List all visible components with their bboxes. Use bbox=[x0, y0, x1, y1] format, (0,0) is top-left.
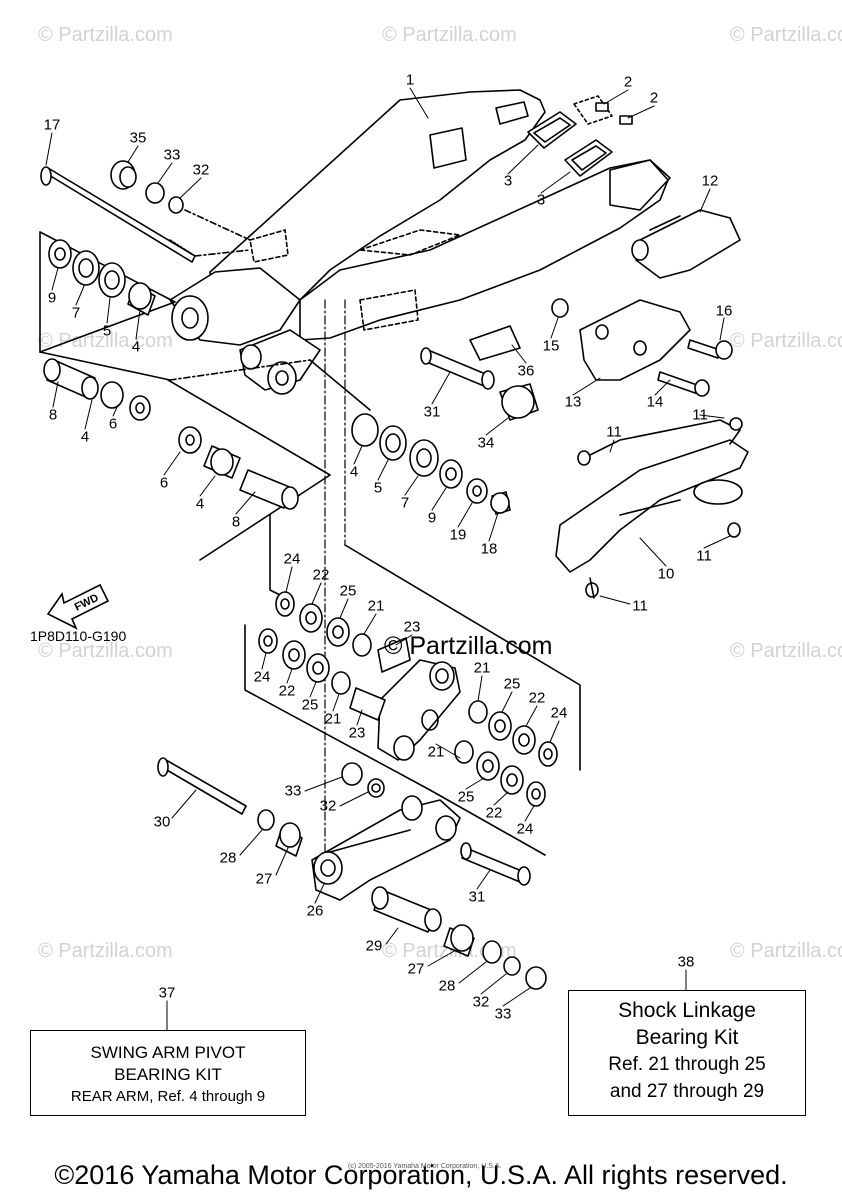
callout-number: 21 bbox=[367, 597, 385, 615]
callout-number: 31 bbox=[423, 403, 441, 421]
callout-number: 15 bbox=[542, 337, 560, 355]
watermark: © Partzilla.com bbox=[38, 940, 173, 962]
callout-number: 36 bbox=[517, 362, 535, 380]
callout-number: 22 bbox=[278, 682, 296, 700]
callout-number: 16 bbox=[715, 302, 733, 320]
callout-number: 9 bbox=[427, 509, 437, 527]
callout-number: 25 bbox=[339, 582, 357, 600]
callout-number: 29 bbox=[365, 937, 383, 955]
callout-number: 4 bbox=[131, 338, 141, 356]
callout-number: 10 bbox=[657, 565, 675, 583]
callout-number: 23 bbox=[348, 724, 366, 742]
callout-number: 5 bbox=[102, 322, 112, 340]
callout-number: 33 bbox=[163, 146, 181, 164]
swing-arm-pivot-bearing-kit-box: SWING ARM PIVOT BEARING KIT REAR ARM, Re… bbox=[30, 1030, 306, 1116]
callout-number: 11 bbox=[692, 406, 708, 424]
footer-small-copyright: (c) 2005-2016 Yamaha Motor Corporation, … bbox=[348, 1163, 502, 1170]
shock-linkage-bearing-kit-box: Shock Linkage Bearing Kit Ref. 21 throug… bbox=[568, 990, 806, 1116]
kit-right-line-1: Shock Linkage bbox=[618, 999, 756, 1022]
callout-number: 4 bbox=[349, 463, 359, 481]
callout-number: 4 bbox=[80, 428, 90, 446]
callout-number: 31 bbox=[468, 888, 486, 906]
watermark: © Partzilla.com bbox=[730, 640, 842, 662]
watermark: © Partzilla.com bbox=[38, 330, 173, 352]
callout-number: 25 bbox=[457, 788, 475, 806]
kit-right-line-4: and 27 through 29 bbox=[609, 1081, 765, 1102]
callout-number: 32 bbox=[472, 993, 490, 1011]
callout-number: 27 bbox=[407, 960, 425, 978]
callout-number: 24 bbox=[283, 550, 301, 568]
watermark: © Partzilla.com bbox=[382, 24, 517, 46]
callout-number: 3 bbox=[536, 191, 546, 209]
callout-number: 21 bbox=[427, 743, 445, 761]
callout-number: 38 bbox=[677, 953, 695, 971]
callout-number: 28 bbox=[438, 977, 456, 995]
callout-number: 25 bbox=[503, 675, 521, 693]
callout-number: 11 bbox=[606, 423, 622, 441]
fwd-arrow-icon: FWD bbox=[46, 583, 110, 630]
callout-number: 8 bbox=[231, 513, 241, 531]
bolt-2 bbox=[595, 102, 633, 125]
kit-right-line-2: Bearing Kit bbox=[635, 1026, 739, 1049]
callout-number: 24 bbox=[253, 668, 271, 686]
swing-arm bbox=[169, 89, 671, 395]
callout-number: 33 bbox=[494, 1005, 512, 1023]
callout-number: 25 bbox=[301, 696, 319, 714]
callout-number: 18 bbox=[480, 540, 498, 558]
callout-number: 34 bbox=[477, 434, 495, 452]
callout-number: 35 bbox=[129, 129, 147, 147]
callout-number: 19 bbox=[449, 526, 467, 544]
callout-number: 13 bbox=[564, 393, 582, 411]
kit-left-line-2: BEARING KIT bbox=[114, 1065, 222, 1084]
callout-number: 21 bbox=[324, 710, 342, 728]
watermark: © Partzilla.com bbox=[38, 640, 173, 662]
center-watermark: © Partzilla.com bbox=[384, 632, 553, 660]
watermark: © Partzilla.com bbox=[730, 24, 842, 46]
callout-number: 32 bbox=[319, 797, 337, 815]
callout-number: 21 bbox=[473, 659, 491, 677]
callout-number: 24 bbox=[550, 704, 568, 722]
callout-number: 2 bbox=[623, 73, 633, 91]
callout-number: 11 bbox=[696, 547, 712, 565]
callout-number: 22 bbox=[485, 804, 503, 822]
callout-number: 3 bbox=[503, 172, 513, 190]
callout-number: 7 bbox=[71, 304, 81, 322]
callout-number: 27 bbox=[255, 870, 273, 888]
callout-number: 23 bbox=[403, 618, 421, 636]
callout-number: 8 bbox=[48, 406, 58, 424]
callout-number: 6 bbox=[159, 474, 169, 492]
footer-copyright: ©2016 Yamaha Motor Corporation, U.S.A. A… bbox=[54, 1160, 788, 1190]
watermark: © Partzilla.com bbox=[730, 940, 842, 962]
kit-left-line-3: REAR ARM, Ref. 4 through 9 bbox=[70, 1088, 266, 1105]
callout-number: 30 bbox=[153, 813, 171, 831]
callout-number: 14 bbox=[646, 393, 664, 411]
callout-number: 33 bbox=[284, 782, 302, 800]
callout-number: 26 bbox=[306, 902, 324, 920]
callout-number: 11 bbox=[632, 597, 648, 615]
callout-number: 17 bbox=[43, 116, 61, 134]
callout-number: 4 bbox=[195, 495, 205, 513]
callout-number: 6 bbox=[108, 415, 118, 433]
callout-number: 7 bbox=[400, 494, 410, 512]
callout-number: 22 bbox=[528, 689, 546, 707]
callout-number: 37 bbox=[158, 984, 176, 1002]
callout-number: 24 bbox=[516, 820, 534, 838]
callout-number: 5 bbox=[373, 479, 383, 497]
callout-number: 1 bbox=[405, 71, 415, 89]
kit-right-line-3: Ref. 21 through 25 bbox=[608, 1054, 766, 1075]
callout-number: 22 bbox=[312, 566, 330, 584]
callout-number: 2 bbox=[649, 89, 659, 107]
callout-number: 28 bbox=[219, 849, 237, 867]
watermark: © Partzilla.com bbox=[730, 330, 842, 352]
kit-left-line-1: SWING ARM PIVOT bbox=[90, 1043, 246, 1062]
callout-number: 9 bbox=[47, 289, 57, 307]
diagram-code: 1P8D110-G190 bbox=[30, 628, 127, 644]
watermark: © Partzilla.com bbox=[38, 24, 173, 46]
callout-number: 32 bbox=[192, 161, 210, 179]
callout-number: 12 bbox=[701, 172, 719, 190]
